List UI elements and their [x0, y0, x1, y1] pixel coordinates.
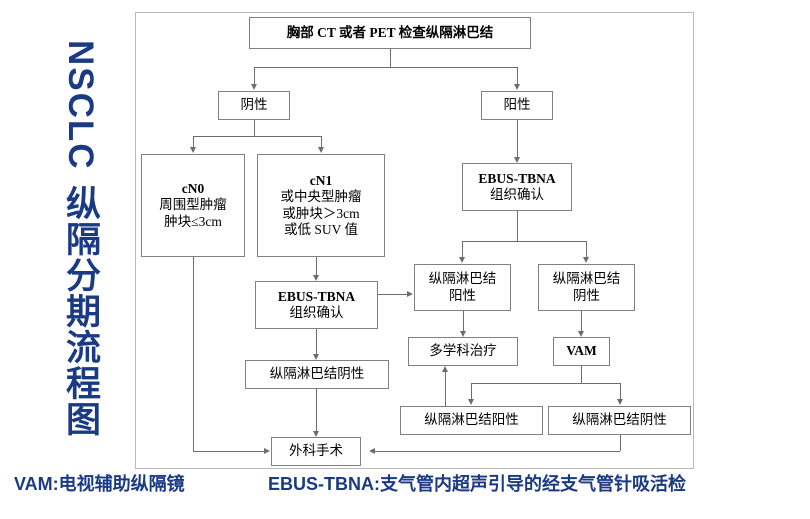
arrow-to-ln-pos-bottom	[467, 399, 474, 405]
node-ebus-right: EBUS-TBNA 组织确认	[462, 163, 572, 211]
arrow-to-cn0	[189, 147, 196, 153]
edge-vam-to-ln-pos-bottom	[471, 383, 472, 399]
node-negative-label: 阴性	[240, 97, 268, 113]
page-title-vertical: NSCLC 纵隔分期流程图	[28, 40, 100, 440]
node-cn0: cN0 周围型肿瘤 肿块≤3cm	[141, 154, 245, 257]
legend-vam: VAM:电视辅助纵隔镜	[14, 474, 185, 494]
arrow-to-ebus-right	[513, 157, 520, 163]
edge-ebus-right-to-neg	[586, 241, 587, 257]
node-vam-label: VAM	[566, 343, 597, 359]
node-cn0-line2: 周围型肿瘤	[159, 197, 227, 213]
node-ebus-left-line2: 组织确认	[289, 305, 344, 320]
edge-ctpet-to-positive	[517, 67, 518, 84]
node-ln-pos-mid-line2: 阳性	[449, 287, 476, 303]
node-ln-pos-bottom-label: 纵隔淋巴结阳性	[424, 412, 519, 428]
node-ct-pet: 胸部 CT 或者 PET 检查纵隔淋巴结	[249, 17, 531, 49]
edge-ln-pos-mid-to-mdt	[463, 311, 464, 331]
node-cn1-line1: cN1	[309, 172, 333, 188]
edge-ebus-right-to-pos	[462, 241, 463, 257]
node-cn1: cN1 或中央型肿瘤 或肿块＞3cm 或低 SUV 值	[257, 154, 385, 257]
edge-ebus-left-to-ln-pos	[378, 294, 407, 295]
edge-ebus-left-stem	[316, 329, 317, 354]
arrow-to-positive	[513, 84, 520, 90]
edge-ln-neg-bottom-to-surgery	[375, 451, 620, 452]
arrow-to-cn1	[317, 147, 324, 153]
edge-ctpet-stem	[390, 49, 391, 67]
edge-ln-neg-left-to-surgery	[316, 389, 317, 431]
edge-cn1-to-ebus	[316, 257, 317, 275]
edge-ln-neg-bottom-down	[620, 435, 621, 451]
node-mdt-label: 多学科治疗	[429, 343, 497, 359]
arrow-ln-neg-left-to-surgery	[312, 431, 319, 437]
node-ct-pet-label: 胸部 CT 或者 PET 检查纵隔淋巴结	[286, 24, 494, 40]
arrow-ebus-left-to-ln-pos	[407, 290, 413, 297]
legend-ebus: EBUS-TBNA:支气管内超声引导的经支气管针吸活检	[268, 474, 686, 494]
arrow-ln-neg-bottom-to-surgery	[369, 447, 375, 454]
node-cn0-line1: cN0	[181, 180, 205, 196]
edge-negative-stem	[254, 120, 255, 136]
edge-positive-to-ebus	[517, 120, 518, 157]
node-negative: 阴性	[218, 91, 290, 120]
node-cn1-line2: 或中央型肿瘤	[280, 189, 362, 205]
node-ln-pos-bottom: 纵隔淋巴结阳性	[400, 406, 543, 435]
node-surgery: 外科手术	[271, 437, 361, 466]
node-mdt: 多学科治疗	[408, 337, 518, 366]
node-surgery-label: 外科手术	[289, 443, 343, 459]
arrow-ln-pos-mid-to-mdt	[459, 331, 466, 337]
node-cn0-line3: 肿块≤3cm	[164, 213, 222, 229]
edge-vam-to-ln-neg-bottom	[620, 383, 621, 399]
edge-vam-stem	[581, 366, 582, 383]
arrow-to-negative	[250, 84, 257, 90]
edge-cn0-to-surgery	[193, 451, 264, 452]
edge-negative-to-cn1	[321, 136, 322, 147]
node-positive-label: 阳性	[503, 97, 531, 113]
edge-negative-split	[193, 136, 321, 137]
node-ln-pos-mid-line1: 纵隔淋巴结	[428, 271, 497, 287]
node-ln-neg-left-label: 纵隔淋巴结阴性	[269, 366, 365, 382]
arrow-to-ln-neg-mid	[582, 257, 589, 263]
arrow-to-ln-neg-bottom	[616, 399, 623, 405]
node-ln-pos-mid: 纵隔淋巴结 阳性	[414, 264, 511, 311]
node-vam: VAM	[553, 337, 610, 366]
node-ln-neg-bottom: 纵隔淋巴结阴性	[548, 406, 691, 435]
edge-ebus-right-split	[462, 241, 586, 242]
page-title-latin: NSCLC	[61, 40, 100, 171]
edge-negative-to-cn0	[193, 136, 194, 147]
node-positive: 阳性	[481, 91, 553, 120]
node-ln-neg-bottom-label: 纵隔淋巴结阴性	[572, 412, 667, 428]
node-ebus-left-line1: EBUS-TBNA	[277, 288, 356, 304]
arrow-to-ln-neg-left	[312, 354, 319, 360]
arrow-ln-neg-mid-to-vam	[577, 331, 584, 337]
node-cn1-line3: 或肿块＞3cm	[282, 205, 360, 221]
arrow-ln-pos-bottom-to-mdt	[441, 366, 448, 372]
node-ln-neg-mid: 纵隔淋巴结 阴性	[538, 264, 635, 311]
edge-ctpet-to-negative	[254, 67, 255, 84]
arrow-to-ln-pos-mid	[458, 257, 465, 263]
node-ln-neg-mid-line2: 阴性	[573, 287, 600, 303]
edge-ebus-right-stem	[517, 211, 518, 241]
node-ln-neg-left: 纵隔淋巴结阴性	[245, 360, 389, 389]
edge-cn0-down	[193, 257, 194, 451]
node-ebus-right-line1: EBUS-TBNA	[478, 170, 556, 186]
edge-ln-pos-bottom-to-mdt	[445, 372, 446, 406]
node-cn1-line4: 或低 SUV 值	[283, 221, 358, 237]
edge-vam-split	[471, 383, 620, 384]
arrow-cn0-to-surgery	[264, 447, 270, 454]
node-ln-neg-mid-line1: 纵隔淋巴结	[552, 271, 621, 287]
arrow-cn1-to-ebus-left	[312, 275, 319, 281]
edge-ln-neg-mid-to-vam	[581, 311, 582, 331]
page-title-chinese: 纵隔分期流程图	[61, 184, 100, 437]
edge-ctpet-split	[254, 67, 517, 68]
node-ebus-left: EBUS-TBNA 组织确认	[255, 281, 378, 329]
node-ebus-right-line2: 组织确认	[490, 187, 544, 202]
